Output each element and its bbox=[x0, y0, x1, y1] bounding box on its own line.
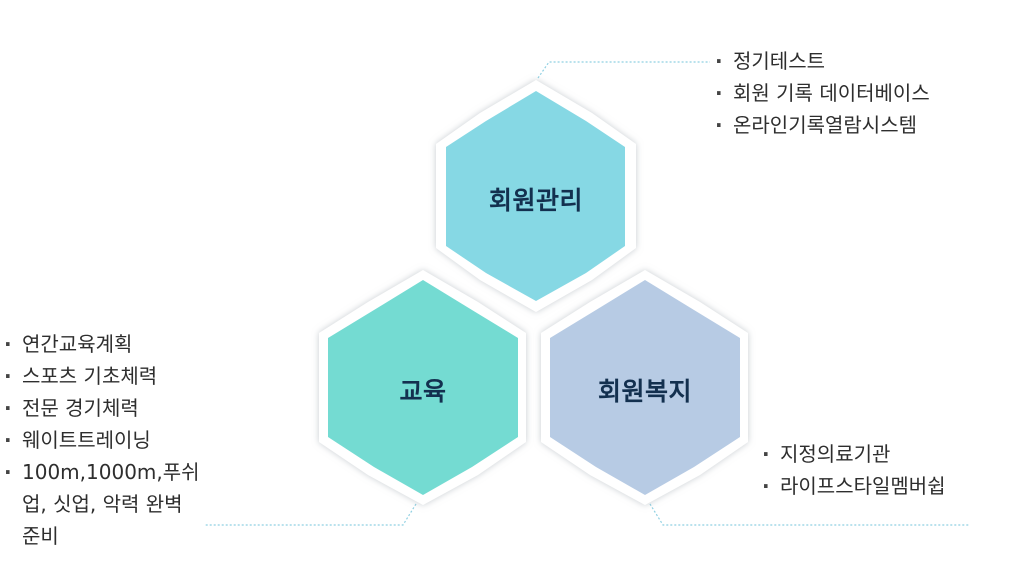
education-connector bbox=[205, 503, 417, 526]
education-list: 연간교육계획 스포츠 기초체력 전문 경기체력 웨이트트레이닝 100m,100… bbox=[2, 328, 207, 552]
list-item: 라이프스타일멤버쉽 bbox=[760, 470, 946, 502]
list-item: 지정의료기관 bbox=[760, 438, 946, 470]
list-item: 회원 기록 데이터베이스 bbox=[713, 77, 930, 109]
list-item: 스포츠 기초체력 bbox=[2, 360, 207, 392]
education-hexagon bbox=[328, 280, 518, 495]
education-label: 교육 bbox=[399, 377, 447, 406]
welfare-connector bbox=[649, 503, 970, 526]
management-hexagon bbox=[446, 91, 625, 301]
management-list: 정기테스트 회원 기록 데이터베이스 온라인기록열람시스템 bbox=[713, 45, 930, 141]
welfare-list: 지정의료기관 라이프스타일멤버쉽 bbox=[760, 438, 946, 502]
welfare-label: 회원복지 bbox=[597, 377, 692, 406]
management-connector bbox=[537, 61, 710, 79]
management-label: 회원관리 bbox=[488, 186, 583, 215]
welfare-hexagon bbox=[550, 280, 740, 495]
list-item: 웨이트트레이닝 bbox=[2, 424, 207, 456]
list-item: 전문 경기체력 bbox=[2, 392, 207, 424]
list-item: 정기테스트 bbox=[713, 45, 930, 77]
list-item: 100m,1000m,푸쉬업, 싯업, 악력 완벽 준비 bbox=[2, 456, 207, 552]
list-item: 연간교육계획 bbox=[2, 328, 207, 360]
list-item: 온라인기록열람시스템 bbox=[713, 109, 930, 141]
